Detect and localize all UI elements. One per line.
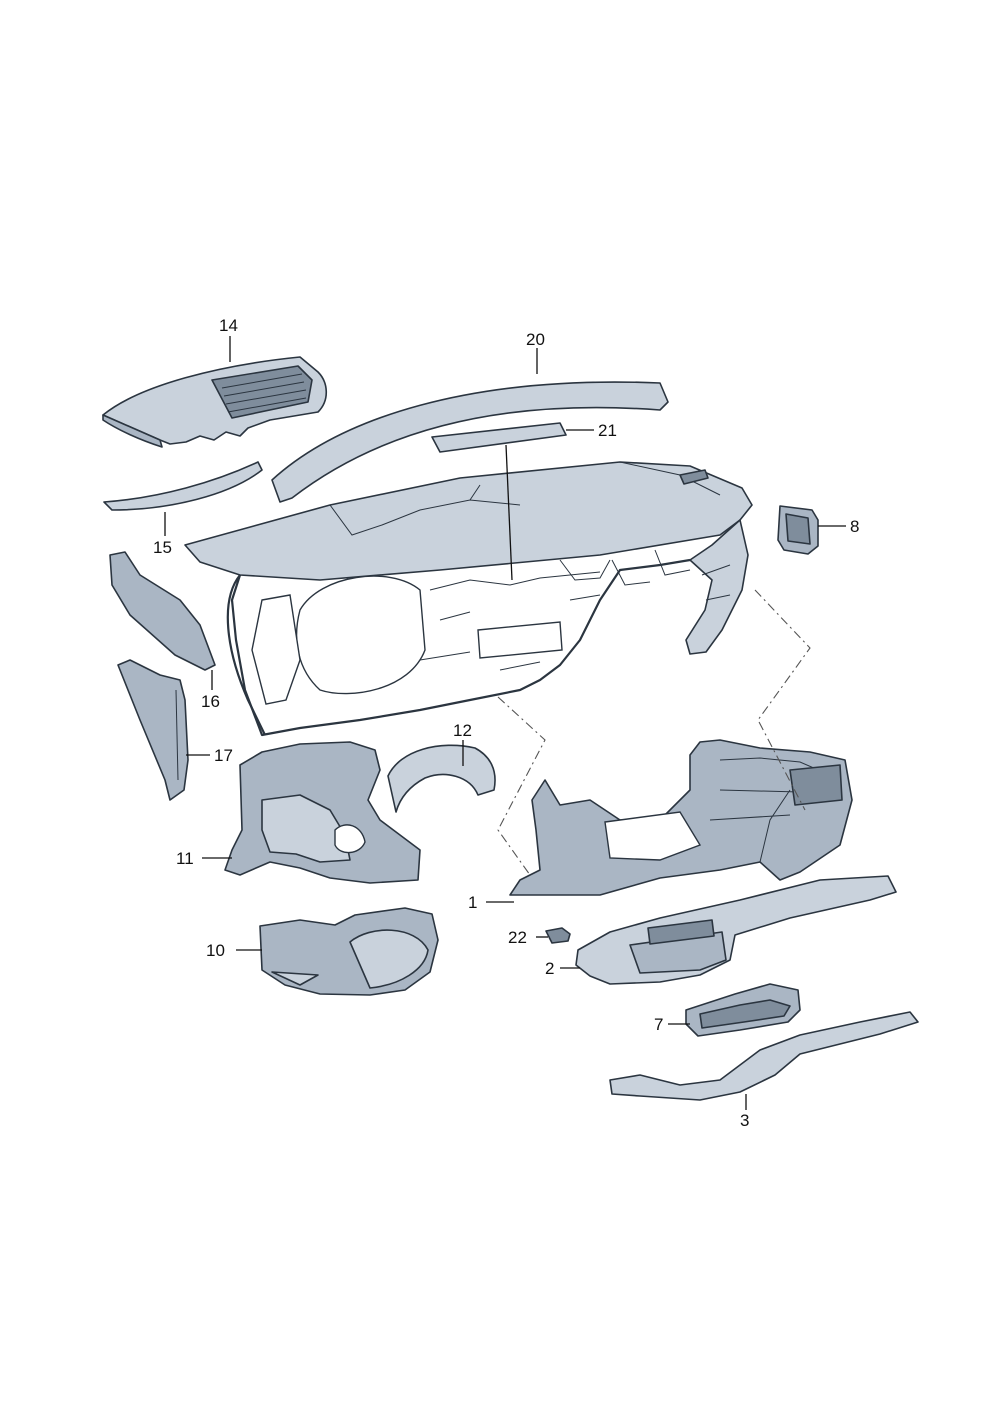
part-10-column-lower	[259, 907, 439, 996]
leader-21-inner	[505, 444, 513, 581]
part-21-vent-trim	[431, 422, 567, 453]
callout-14: 14	[219, 316, 238, 335]
part-1-lower-panel	[509, 739, 853, 896]
callout-2: 2	[545, 959, 554, 978]
part-16-pillar-trim	[109, 551, 216, 671]
part-15-trim-strip	[103, 461, 263, 511]
part-22-screw	[545, 927, 571, 944]
part-2-center-trim	[575, 875, 897, 985]
part-3-decor-strip	[609, 1011, 919, 1101]
part-8-side-vent	[777, 505, 819, 555]
callout-1: 1	[468, 893, 477, 912]
callout-12: 12	[453, 721, 472, 740]
callout-11: 11	[176, 849, 194, 868]
part-20-defrost-strip	[271, 381, 669, 503]
alignment-line-a	[754, 589, 811, 811]
part-12-horn-cover	[387, 744, 496, 813]
callout-22: 22	[508, 928, 527, 947]
part-17-pillar-trim	[117, 659, 189, 801]
callout-10: 10	[206, 941, 225, 960]
dashboard-carrier	[184, 461, 753, 737]
callout-3: 3	[740, 1111, 749, 1130]
part-7-center-vent	[685, 983, 801, 1037]
alignment-line-b	[497, 696, 546, 876]
callout-15: 15	[153, 538, 172, 557]
callout-7: 7	[654, 1015, 663, 1034]
part-14-dash-cover	[102, 356, 328, 448]
callout-17: 17	[214, 746, 233, 765]
part-11-column-cover	[224, 741, 421, 884]
callout-16: 16	[201, 692, 220, 711]
callout-20: 20	[526, 330, 545, 349]
callout-8: 8	[850, 517, 859, 536]
callout-21: 21	[598, 421, 617, 440]
